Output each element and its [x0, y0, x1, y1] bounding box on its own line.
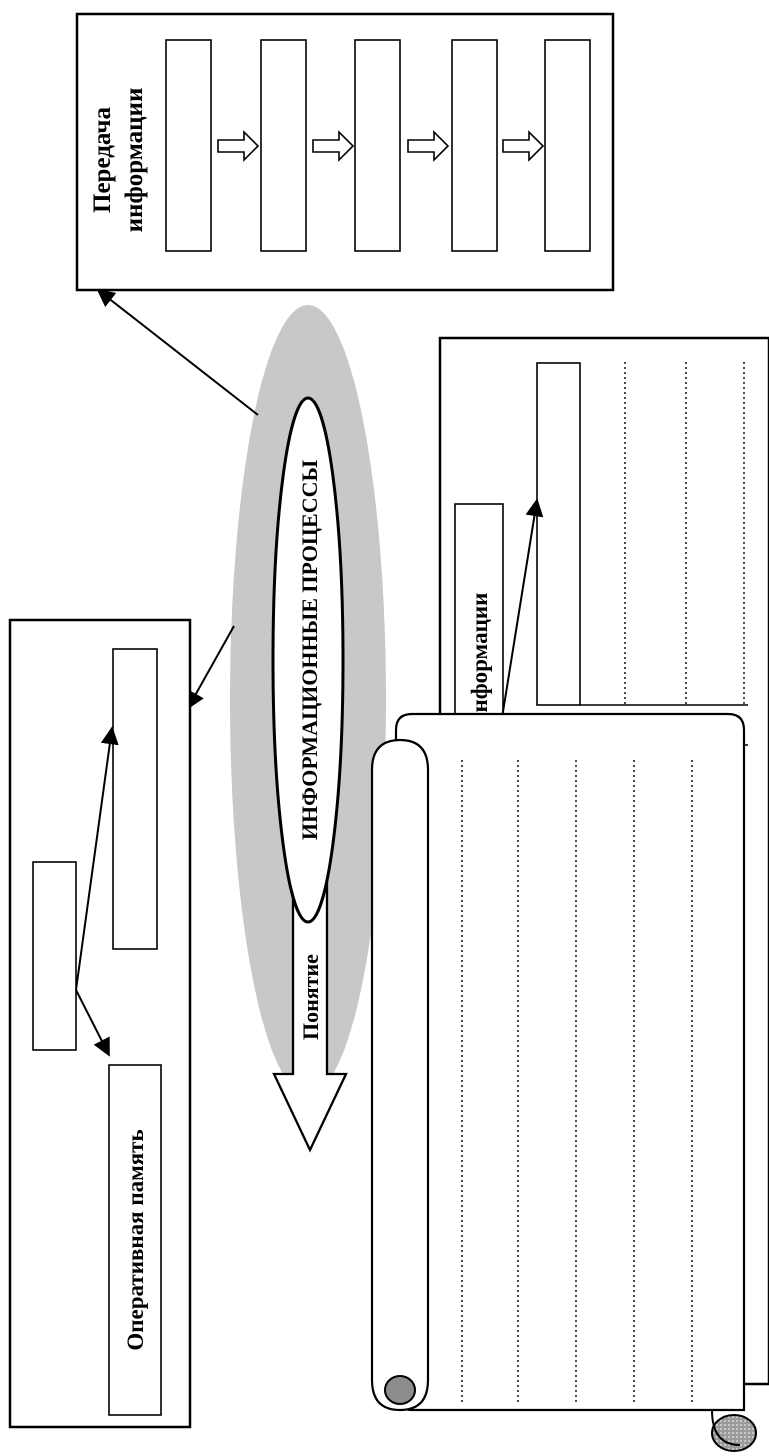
memory-box-main: [32, 861, 77, 1051]
memory-title-box: [108, 1064, 162, 1416]
transmission-arrow-icon-1: [217, 130, 260, 162]
processing-box-upper: [536, 362, 581, 706]
scroll-bottom-seal: [711, 1414, 757, 1452]
scroll-icon: [370, 712, 757, 1452]
memory-arrow-up: [75, 726, 119, 991]
transmission-step-box-4: [451, 39, 498, 252]
center-ellipse: [271, 396, 345, 924]
arrow-to-transmission: [96, 288, 259, 416]
transmission-title-line1: Передача: [89, 107, 116, 213]
center-title: ИНФОРМАЦИОННЫЕ ПРОЦЕССЫ: [297, 460, 322, 841]
arrow-to-memory: [187, 625, 235, 710]
memory-title: Оперативная память: [123, 1129, 148, 1350]
transmission-step-box-2: [260, 39, 307, 252]
transmission-step-box-3: [354, 39, 401, 252]
transmission-step-box-1: [165, 39, 212, 252]
transmission-panel: Передача информации: [75, 12, 615, 292]
transmission-arrow-icon-4: [502, 130, 545, 162]
memory-box-upper: [112, 648, 158, 950]
concept-arrow-label: Понятие: [298, 954, 323, 1040]
scroll-top-seal: [384, 1375, 416, 1405]
memory-panel: Оперативная память: [8, 618, 192, 1429]
transmission-arrow-icon-2: [312, 130, 355, 162]
transmission-step-box-5: [544, 39, 591, 252]
memory-arrow-down: [75, 989, 110, 1057]
processing-arrow-up: [501, 498, 544, 719]
transmission-arrow-icon-3: [407, 130, 450, 162]
transmission-title-line2: информации: [121, 88, 148, 233]
